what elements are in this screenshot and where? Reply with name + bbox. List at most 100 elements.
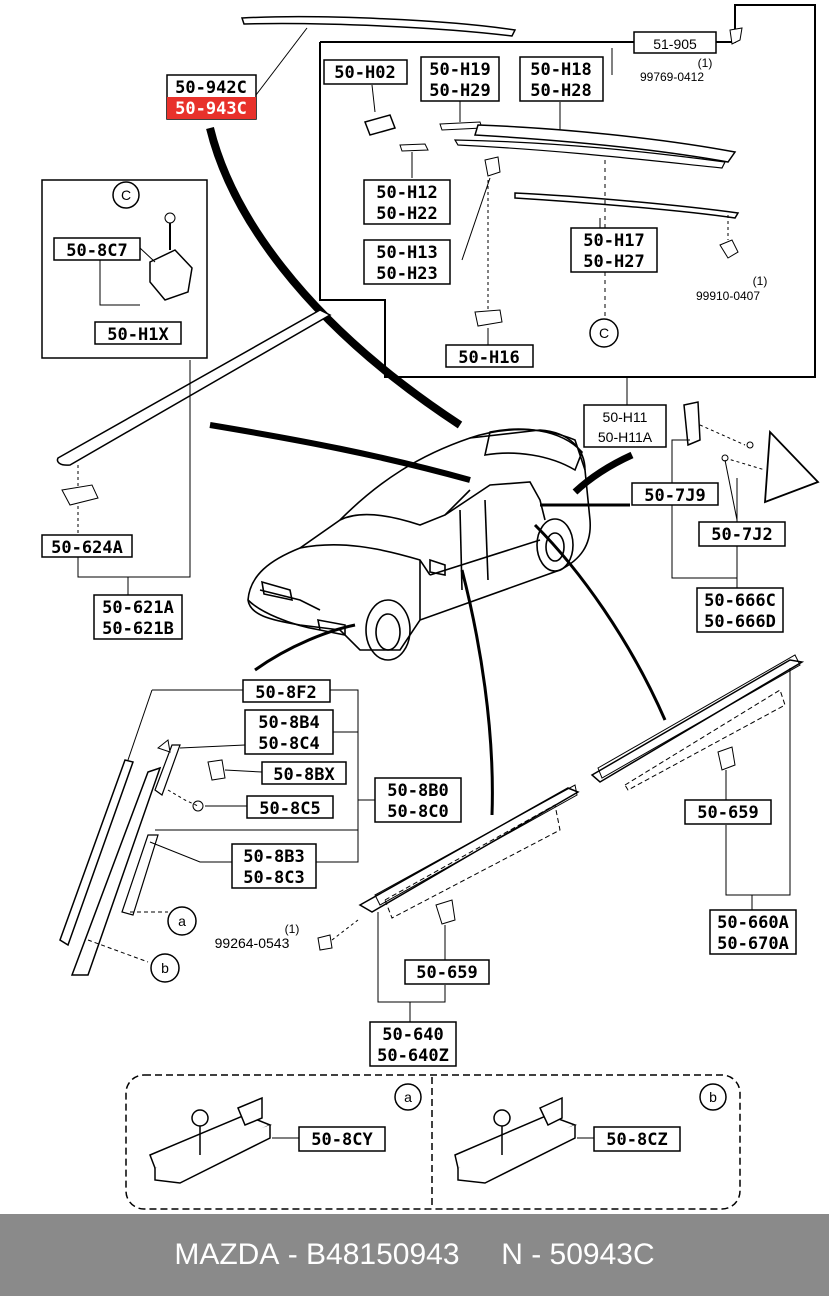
label-51-905: 51-905 [653,36,697,52]
clip-8c7 [149,249,193,301]
label-50-7J9: 50-7J9 [644,486,705,506]
part-h13 [484,156,501,177]
leader-line [699,424,746,446]
pointer-curve-side [209,422,471,483]
label-50-666C: 50-666C [704,591,776,611]
label-50-8F2: 50-8F2 [255,683,316,703]
label-50-659-front: 50-659 [416,963,477,983]
label-50-H28: 50-H28 [530,81,591,101]
callout-a-1: a [178,913,186,929]
leader-line [371,84,376,113]
pointer-line [254,623,356,672]
label-50-659-rear: 50-659 [697,803,758,823]
garnish-7j9 [683,401,701,447]
part-h12 [399,143,429,152]
pillar-garnish-8f2 [59,759,134,947]
label-50-621A: 50-621A [102,598,174,618]
clip [746,441,754,449]
label-50-H02: 50-H02 [334,63,395,83]
label-50-8B4: 50-8B4 [258,713,319,733]
label-qty-1a: (1) [698,56,713,70]
label-50-8CY: 50-8CY [311,1130,373,1150]
leader-line [179,744,246,749]
leader-line [725,668,791,896]
label-50-8C5: 50-8C5 [259,799,320,819]
callouts: C C a b a b [112,181,727,1111]
part-h19 [439,121,483,131]
part-8b3 [121,834,159,916]
leader-line [149,841,232,863]
leader-line [139,247,156,263]
label-50-H11: 50-H11 [603,409,648,425]
roof-molding-part [240,16,517,37]
pointer-line [533,523,667,721]
fastener-51-905 [729,27,743,45]
label-50-8C3: 50-8C3 [243,868,304,888]
label-50-640: 50-640 [382,1025,443,1045]
pointer-curve-rear [572,451,634,495]
leader-line [315,689,359,863]
pillar-garnish-8b0 [70,766,162,976]
label-50-H27: 50-H27 [583,252,644,272]
label-50-H22: 50-H22 [376,204,437,224]
label-50-624A: 50-624A [51,538,123,558]
label-99264-0543: 99264-0543 [215,935,290,951]
callout-c-mid: C [599,325,609,341]
pointer-line [460,569,494,816]
label-50-H29: 50-H29 [429,81,490,101]
screw-head [164,212,176,224]
clip-8bx [207,759,226,781]
label-qty-1b: (1) [753,274,768,288]
car-illustration [247,428,591,661]
label-50-H16: 50-H16 [458,348,519,368]
label-50-942C: 50-942C [175,78,247,98]
leader-line [724,459,738,521]
belt-molding-rear-outline [624,689,786,791]
clip-h02 [364,114,396,136]
belt-molding-rear [590,659,805,783]
clip-624a [61,484,99,506]
part-h17 [514,192,740,219]
garnish-7j2 [764,429,820,504]
belt-molding-rear-edge [597,654,801,779]
label-50-H11A: 50-H11A [598,429,653,445]
parts-diagram: 50-942C 50-943C 50-H02 50-H19 50-H29 50-… [41,4,820,1210]
label-50-H23: 50-H23 [376,264,437,284]
clip [156,739,171,753]
footer-bar: MAZDA - B48150943 N - 50943C [0,1214,829,1296]
label-50-H13: 50-H13 [376,243,437,263]
label-50-670A: 50-670A [717,934,789,954]
label-50-8B0: 50-8B0 [387,781,448,801]
leader-line [255,27,308,96]
label-99910-0407: 99910-0407 [696,289,760,303]
label-50-7J2: 50-7J2 [711,525,772,545]
label-50-660A: 50-660A [717,913,789,933]
belt-molding-front-edge [374,784,578,906]
label-50-H1X: 50-H1X [107,325,169,345]
detail-ab-frame [125,1074,741,1210]
label-50-H17: 50-H17 [583,231,644,251]
leader-line [671,439,737,579]
leader-line [127,689,153,761]
label-50-8C0: 50-8C0 [387,802,448,822]
label-50-8C4: 50-8C4 [258,734,319,754]
footer-brand: MAZDA [174,1238,280,1271]
pointer-curve-roof [206,127,463,429]
callout-b-1: b [161,960,169,976]
label-50-666D: 50-666D [704,612,776,632]
label-50-640Z: 50-640Z [377,1046,449,1066]
labels: 50-H02 50-H19 50-H29 50-H18 50-H28 51-90… [41,31,797,1152]
footer-part-number: B48150943 [306,1238,460,1271]
footer-catalog-number: N - 50943C [501,1238,655,1271]
label-50-8B3: 50-8B3 [243,847,304,867]
clip-8c5 [192,800,204,812]
leader-line [128,360,191,578]
label-50-8C7: 50-8C7 [66,241,127,261]
label-99769-0412: 99769-0412 [640,70,704,84]
leader-line [167,789,199,807]
callout-b-2: b [709,1089,717,1105]
leader-line [99,260,140,306]
label-50-8CZ: 50-8CZ [606,1130,667,1150]
leader-line [377,912,446,1003]
clip-99910 [719,239,739,259]
